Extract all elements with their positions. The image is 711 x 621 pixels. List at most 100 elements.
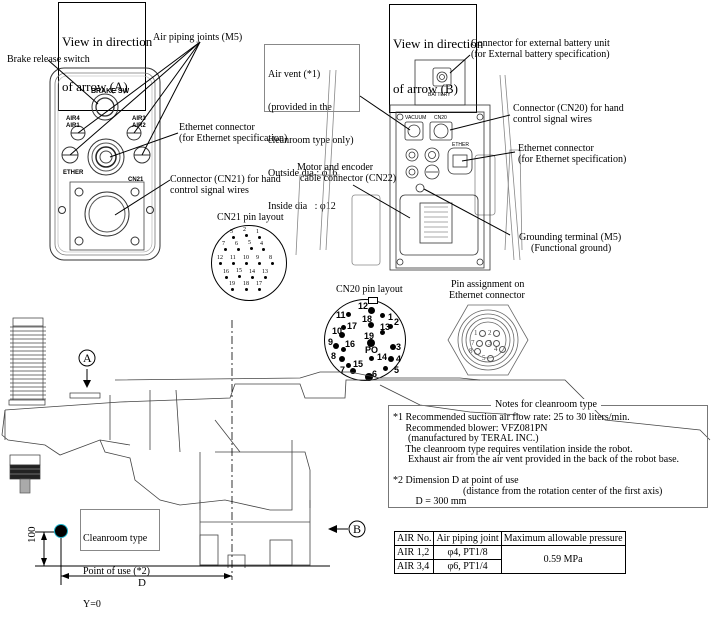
- cn20-pin-dot: [367, 339, 375, 347]
- cn20-pin-label: 18: [362, 314, 373, 324]
- cn21-pin-label: 5: [248, 240, 251, 246]
- cn21-pin-dot: [238, 275, 241, 278]
- cn21-pin-dot: [219, 262, 222, 265]
- cn21-pin-dot: [251, 276, 254, 279]
- view-b-title: View in direction of arrow (B): [389, 4, 483, 113]
- mark-air3: AIR3: [132, 116, 146, 122]
- note-line: (distance from the rotation center of th…: [393, 485, 663, 497]
- cn20-pin-label: 9: [328, 337, 334, 347]
- cn21-pin-dot: [237, 248, 240, 251]
- dim-d-label: D: [138, 577, 146, 589]
- label-motor-2: cable connector (CN22): [300, 173, 397, 184]
- ethernet-pin: [493, 330, 500, 337]
- cell-pressure: 0.59 MPa: [500, 545, 626, 574]
- cn20-pin-dot: [380, 330, 385, 335]
- cn21-pin-label: 8: [269, 255, 272, 261]
- cn20-pin-dot: [388, 356, 394, 362]
- cn21-pin-dot: [264, 276, 267, 279]
- note-line: Exhaust air from the air vent provided i…: [393, 454, 680, 465]
- label-cn21-2: control signal wires: [170, 185, 249, 196]
- cn21-pin-dot: [258, 236, 261, 239]
- mark-air4: AIR4: [66, 116, 80, 122]
- cn21-pin-label: 18: [243, 281, 249, 287]
- table-row: AIR 3,4 φ6, PT1/4: [393, 559, 626, 574]
- cn20-pin-label: 3: [396, 342, 402, 352]
- cn20-pin-dot: [339, 356, 345, 362]
- cn21-pin-label: 6: [235, 241, 238, 247]
- cn21-layout-title: CN21 pin layout: [217, 212, 284, 223]
- cell-joint: φ6, PT1/4: [433, 559, 502, 574]
- header-piping-joint: Air piping joint: [433, 531, 502, 546]
- cn21-pin-label: 16: [223, 269, 229, 275]
- cn20-pin-dot: [380, 313, 385, 318]
- cn21-pin-label: 11: [230, 255, 236, 261]
- cn20-pin-label: 10: [332, 326, 343, 336]
- point-of-use-box: Cleanroom type Point of use (*2) Y=0: [80, 509, 160, 610]
- cn20-pin-dot: [346, 363, 351, 368]
- ethernet-layout-title-1: Pin assignment on: [451, 279, 525, 290]
- arrow-a-label: A: [83, 351, 92, 365]
- cn21-pin-dot: [271, 262, 274, 265]
- cn21-pin-label: 4: [260, 241, 263, 247]
- cn20-pin-label: 1: [388, 312, 394, 322]
- bellows-outline: [12, 326, 44, 400]
- air-spec-table: AIR No. Air piping joint Maximum allowab…: [393, 531, 626, 574]
- ethernet-pin: [476, 340, 483, 347]
- cn20-key: [368, 297, 378, 304]
- cn20-layout-title: CN20 pin layout: [336, 284, 403, 295]
- ethernet-pin-label: 5: [482, 354, 486, 362]
- table-row: AIR 1,2 φ4, PT1/8 0.59 MPa: [393, 545, 626, 574]
- cn21-pin-dot: [232, 262, 235, 265]
- note-line: D = 300 mm: [393, 496, 467, 507]
- cell-joint: φ4, PT1/8: [433, 545, 502, 560]
- cn20-pin-label: 13: [380, 322, 391, 332]
- robot-side-view: [1, 317, 711, 585]
- cn20-pin-dot: [388, 324, 393, 329]
- cn21-pin-dot: [262, 248, 265, 251]
- cell-air-no: AIR 3,4: [393, 559, 435, 574]
- cn21-pin-label: 19: [229, 281, 235, 287]
- cn21-pin-dot: [231, 288, 234, 291]
- cn20-layout-circle: [324, 299, 406, 381]
- cn20-pin-dot: [369, 356, 374, 361]
- cn20-pin-dot: [368, 322, 374, 328]
- label-cn20-2: control signal wires: [513, 114, 592, 125]
- cn21-pin-label: 15: [236, 268, 242, 274]
- mark-ether: ETHER: [63, 170, 84, 176]
- cn20-pin-label: 17: [347, 321, 358, 331]
- ethernet-pin-label: 1: [474, 329, 478, 337]
- cn21-pin-dot: [245, 288, 248, 291]
- mark-brake-sw: BRAKE SW: [91, 88, 130, 95]
- header-air-no: AIR No.: [393, 531, 435, 546]
- ethernet-pin: [499, 346, 506, 353]
- view-b-base-drawing: [295, 54, 523, 271]
- dim-height-label: 100: [26, 526, 38, 544]
- cn20-pin-label: 4: [396, 354, 402, 364]
- cn20-pin-label: 11: [336, 310, 346, 320]
- label-ethernet-a-1: Ethernet connector: [179, 122, 255, 133]
- cn21-pin-label: 12: [217, 255, 223, 261]
- label-ethernet-a-2: (for Ethernet specification): [179, 133, 288, 144]
- mark-cn20: CN20: [434, 115, 447, 121]
- mark-cn21: CN21: [128, 177, 144, 183]
- cn21-pin-label: 9: [256, 255, 259, 261]
- cn20-pin-dot: [383, 366, 388, 371]
- ethernet-pin-label: 2: [488, 329, 492, 337]
- label-ethernet-b-1: Ethernet connector: [518, 143, 594, 154]
- cn20-pin-dot: [341, 347, 346, 352]
- ethernet-pin: [493, 340, 500, 347]
- cn20-pin-label: 12: [358, 301, 369, 311]
- cn21-pin-dot: [250, 247, 253, 250]
- cn20-pin-dot: [341, 325, 346, 330]
- cn21-pin-label: 10: [243, 255, 249, 261]
- cn20-pin-label: 5: [394, 365, 400, 375]
- table-header-row: AIR No. Air piping joint Maximum allowab…: [393, 531, 626, 546]
- cell-air-no: AIR 1,2: [393, 545, 435, 560]
- cn21-pin-label: 2: [243, 227, 246, 233]
- mark-air1: AIR1: [66, 123, 80, 129]
- cn21-pin-dot: [245, 234, 248, 237]
- view-a-title: View in direction of arrow (A): [58, 2, 152, 111]
- ethernet-pin: [479, 330, 486, 337]
- cn20-pin-label: 6: [372, 369, 378, 379]
- cn21-layout-circle: [211, 225, 287, 301]
